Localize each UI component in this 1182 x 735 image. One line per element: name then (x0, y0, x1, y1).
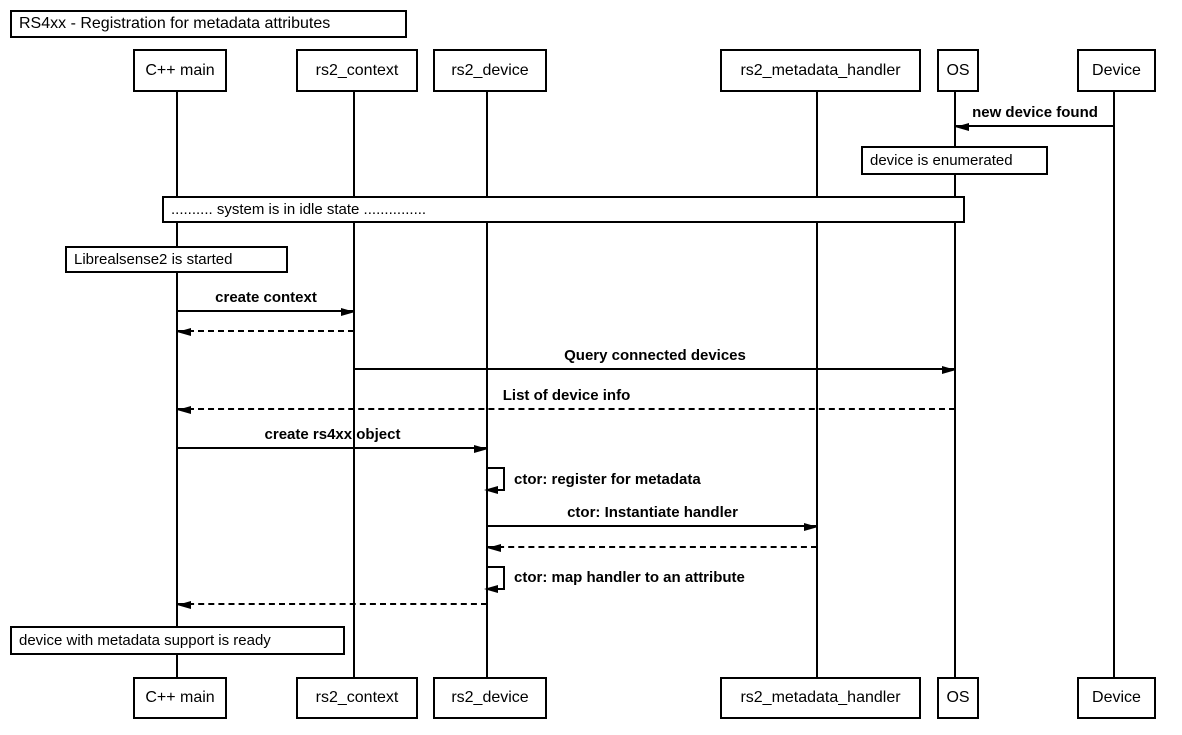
participant-label: rs2_metadata_handler (740, 61, 901, 79)
arrowhead-icon (804, 523, 818, 531)
participant-top-rs2-device: rs2_device (433, 49, 547, 92)
message-label-register-for-metadata: ctor: register for metadata (514, 471, 701, 488)
message-label-create-rs4xx-object: create rs4xx object (264, 426, 401, 443)
lifeline-rs2-device (486, 88, 488, 677)
arrowhead-icon (487, 544, 501, 552)
arrowhead-icon (177, 328, 191, 336)
participant-label: Device (1092, 61, 1141, 79)
arrowhead-icon (955, 123, 969, 131)
participant-label: C++ main (145, 689, 215, 706)
participant-bottom-rs2-context: rs2_context (296, 677, 418, 719)
arrowhead-icon (484, 585, 498, 593)
note-label: Librealsense2 is started (74, 251, 233, 268)
arrowhead-icon (177, 601, 191, 609)
lifeline-rs2-context (353, 88, 355, 677)
arrowhead-icon (474, 445, 488, 453)
message-label-map-handler: ctor: map handler to an attribute (514, 569, 745, 586)
message-arrow-query-connected-devices (355, 366, 956, 374)
participant-label: Device (1092, 689, 1141, 706)
note-device-is-enumerated: device is enumerated (861, 146, 1048, 175)
participant-top-cpp-main: C++ main (133, 49, 227, 92)
message-arrow-new-device-found (955, 123, 1114, 131)
message-arrow-create-context (178, 308, 355, 316)
participant-top-rs2-context: rs2_context (296, 49, 418, 92)
lifeline-cpp-main (176, 88, 178, 677)
message-arrow-return-create-context (177, 328, 354, 336)
message-arrow-return-instantiate-handler (487, 544, 817, 552)
lifeline-os (954, 88, 956, 677)
note-label: .......... system is in idle state .....… (171, 201, 427, 218)
message-label-list-of-device-info: List of device info (502, 387, 631, 404)
note-label: device is enumerated (870, 152, 1013, 169)
participant-label: rs2_context (315, 689, 399, 706)
participant-top-os: OS (937, 49, 979, 92)
message-label-instantiate-handler: ctor: Instantiate handler (567, 504, 738, 521)
participant-bottom-rs2-metadata-handler: rs2_metadata_handler (720, 677, 921, 719)
lifeline-rs2-metadata-handler (816, 88, 818, 677)
participant-label: OS (946, 689, 970, 706)
message-arrow-list-of-device-info (177, 406, 955, 414)
participant-label: rs2_metadata_handler (740, 689, 901, 706)
lifeline-device (1113, 88, 1115, 677)
participant-label: rs2_device (451, 61, 529, 79)
arrowhead-icon (341, 308, 355, 316)
note-label: device with metadata support is ready (19, 632, 271, 649)
participant-label: rs2_device (451, 689, 529, 706)
note-device-ready: device with metadata support is ready (10, 626, 345, 655)
participant-label: rs2_context (315, 61, 399, 79)
note-system-idle: .......... system is in idle state .....… (162, 196, 965, 223)
participant-bottom-cpp-main: C++ main (133, 677, 227, 719)
message-arrow-instantiate-handler (488, 523, 818, 531)
participant-top-device: Device (1077, 49, 1156, 92)
message-label-new-device-found: new device found (972, 104, 1098, 121)
participant-bottom-rs2-device: rs2_device (433, 677, 547, 719)
arrowhead-icon (942, 366, 956, 374)
participant-bottom-os: OS (937, 677, 979, 719)
message-arrow-create-rs4xx-object (178, 445, 488, 453)
arrowhead-icon (484, 486, 498, 494)
message-label-create-context: create context (215, 289, 317, 306)
self-message-arrow-register-for-metadata (484, 467, 505, 494)
participant-label: C++ main (145, 61, 215, 79)
message-arrow-return-to-main (177, 601, 487, 609)
participant-bottom-device: Device (1077, 677, 1156, 719)
participant-label: OS (946, 61, 970, 79)
self-message-arrow-map-handler (484, 566, 505, 593)
diagram-title: RS4xx - Registration for metadata attrib… (10, 10, 407, 38)
arrowhead-icon (177, 406, 191, 414)
note-librealsense-started: Librealsense2 is started (65, 246, 288, 273)
message-label-query-connected-devices: Query connected devices (564, 347, 746, 364)
participant-top-rs2-metadata-handler: rs2_metadata_handler (720, 49, 921, 92)
